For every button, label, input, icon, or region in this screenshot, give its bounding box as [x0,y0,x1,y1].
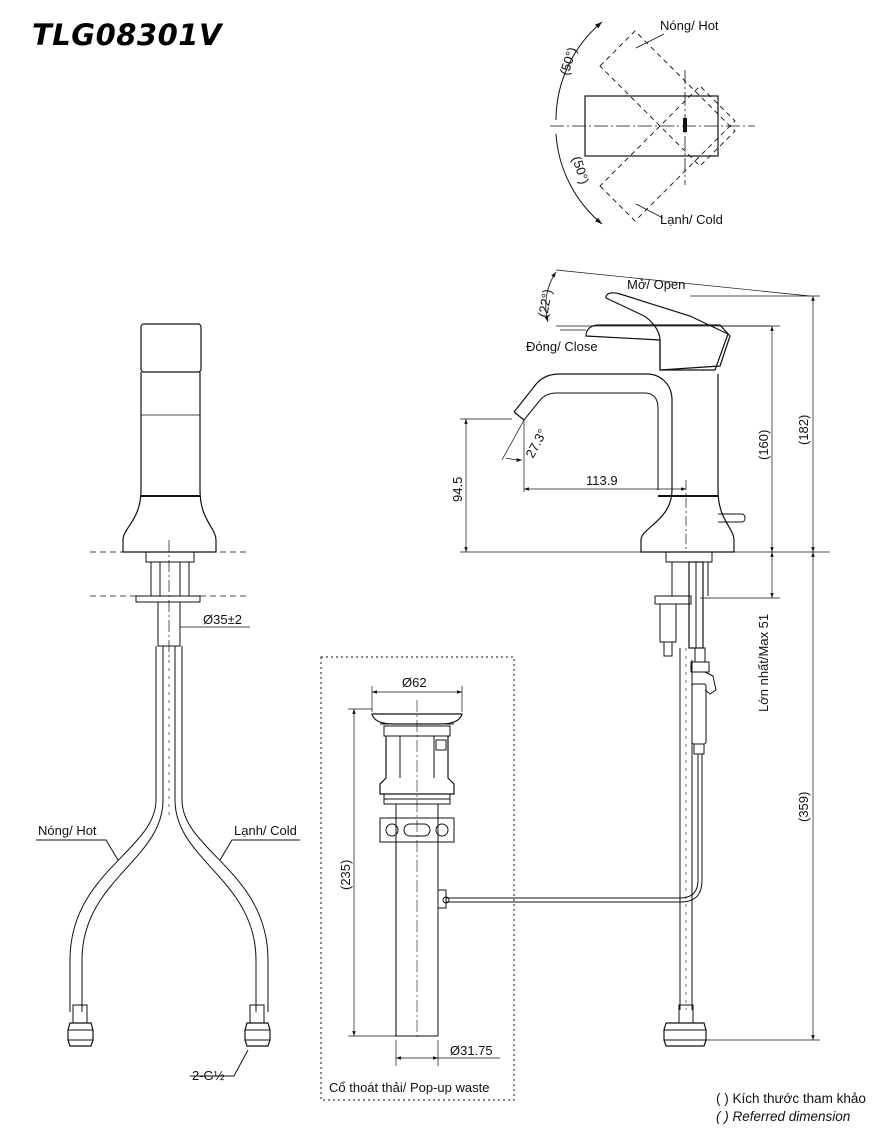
rotation-hot-label: Nóng/ Hot [660,18,719,33]
thread-label: 2-G½ [192,1068,225,1083]
rotation-cold-label: Lạnh/ Cold [660,212,723,227]
waste-frame [320,656,515,1101]
popup-waste-detail [320,656,515,1101]
front-view [36,323,300,1077]
lever-angle-label: (22°) [535,288,555,319]
reference-note: ( ) Kích thước tham khảo ( ) Referred di… [716,1090,866,1126]
hose-hot-label: Nóng/ Hot [38,823,97,838]
dim-diameter-31-75: Ø31.75 [450,1043,493,1058]
dim-160: (160) [756,430,771,460]
handle-cold-position [599,85,736,222]
dim-359: (359) [796,792,811,822]
dim-diameter-35: Ø35±2 [203,612,242,627]
dim-94-5: 94.5 [450,477,465,502]
lever-close-label: Đóng/ Close [526,339,598,354]
hose-cold-label: Lạnh/ Cold [234,823,297,838]
dim-diameter-62: Ø62 [402,675,427,690]
spout-angle-label: 27.3° [522,426,550,460]
handle-hot-position [599,30,736,167]
note-line-en: ( ) Referred dimension [716,1109,851,1124]
model-title: TLG08301V [32,18,222,52]
rotation-angle-bottom: (50°) [569,154,592,186]
dim-235: (235) [338,860,353,890]
rotation-diagram [550,21,755,225]
dim-113-9: 113.9 [586,473,618,488]
note-line-vi: ( ) Kích thước tham khảo [716,1091,866,1106]
dim-182: (182) [796,415,811,445]
dim-max-51: Lớn nhất/Max 51 [756,614,771,712]
rotation-angle-top: (50°) [557,45,580,77]
lever-open-label: Mở/ Open [627,277,685,292]
popup-waste-label: Cổ thoát thải/ Pop-up waste [329,1080,489,1095]
side-view [451,269,830,1047]
